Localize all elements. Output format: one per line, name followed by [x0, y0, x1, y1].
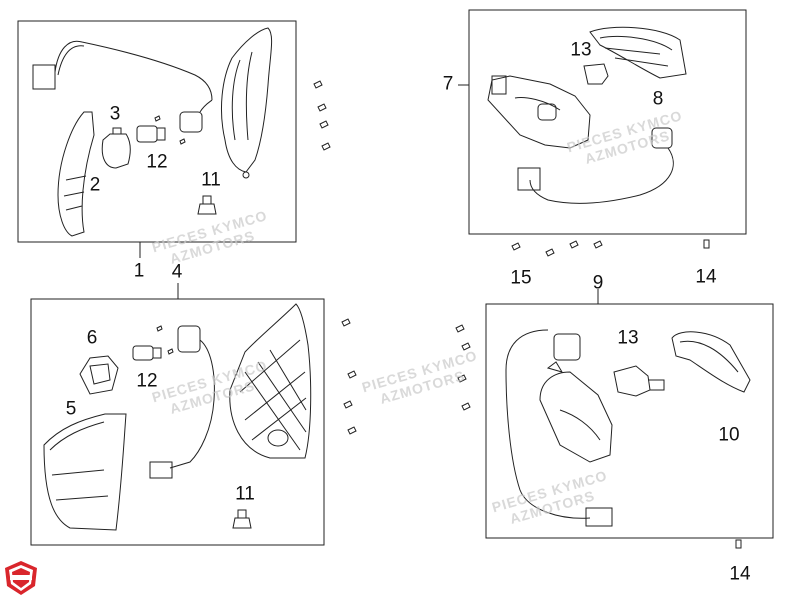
part-wiring-harness-7: [517, 127, 674, 204]
part-9-bracket: [539, 361, 613, 463]
screws-panel-7: [511, 239, 710, 257]
part-6-socket-cover: [79, 355, 119, 395]
label-12: 12: [136, 370, 158, 392]
label-12: 12: [146, 151, 168, 173]
part-3-socket-cover: [101, 127, 131, 169]
label-9: 9: [592, 272, 604, 294]
part-7-bracket: [487, 75, 591, 149]
part-wiring-harness-1: [32, 40, 213, 133]
part-wiring-harness-9: [505, 329, 613, 527]
label-13: 13: [570, 39, 592, 61]
label-3: 3: [109, 103, 121, 125]
part-11-grommet: [197, 195, 217, 215]
part-1-housing: [221, 27, 273, 179]
panel-assembly-1: [17, 20, 297, 243]
part-12-bulb-b: [132, 345, 162, 361]
part-4-housing: [229, 303, 312, 459]
part-13-bulb-b: [613, 365, 665, 397]
label-2: 2: [89, 174, 101, 196]
part-10-lens: [671, 331, 751, 393]
label-14: 14: [695, 266, 717, 288]
part-11-grommet-b: [232, 509, 252, 529]
label-1: 1: [133, 260, 145, 282]
screws-panel-4: [156, 318, 357, 435]
part-wiring-harness-4: [149, 325, 215, 479]
label-11: 11: [201, 169, 221, 191]
label-13: 13: [617, 327, 639, 349]
label-14: 14: [729, 563, 751, 585]
screws-panel-1: [154, 80, 331, 151]
azmotors-logo: [4, 560, 38, 596]
label-5: 5: [65, 398, 77, 420]
label-11: 11: [235, 483, 255, 505]
part-13-bulb: [583, 63, 609, 85]
label-7: 7: [442, 73, 454, 95]
part-2-lens: [57, 111, 95, 237]
label-8: 8: [652, 88, 664, 110]
label-6: 6: [86, 327, 98, 349]
panel-assembly-9: [485, 303, 774, 539]
part-8-lens: [589, 26, 687, 79]
label-10: 10: [718, 424, 740, 446]
screws-panel-9: [455, 324, 742, 549]
label-4: 4: [171, 261, 183, 283]
part-12-bulb: [136, 125, 166, 143]
panel-assembly-7: [468, 9, 747, 235]
part-5-lens: [43, 413, 127, 531]
label-15: 15: [510, 267, 532, 289]
